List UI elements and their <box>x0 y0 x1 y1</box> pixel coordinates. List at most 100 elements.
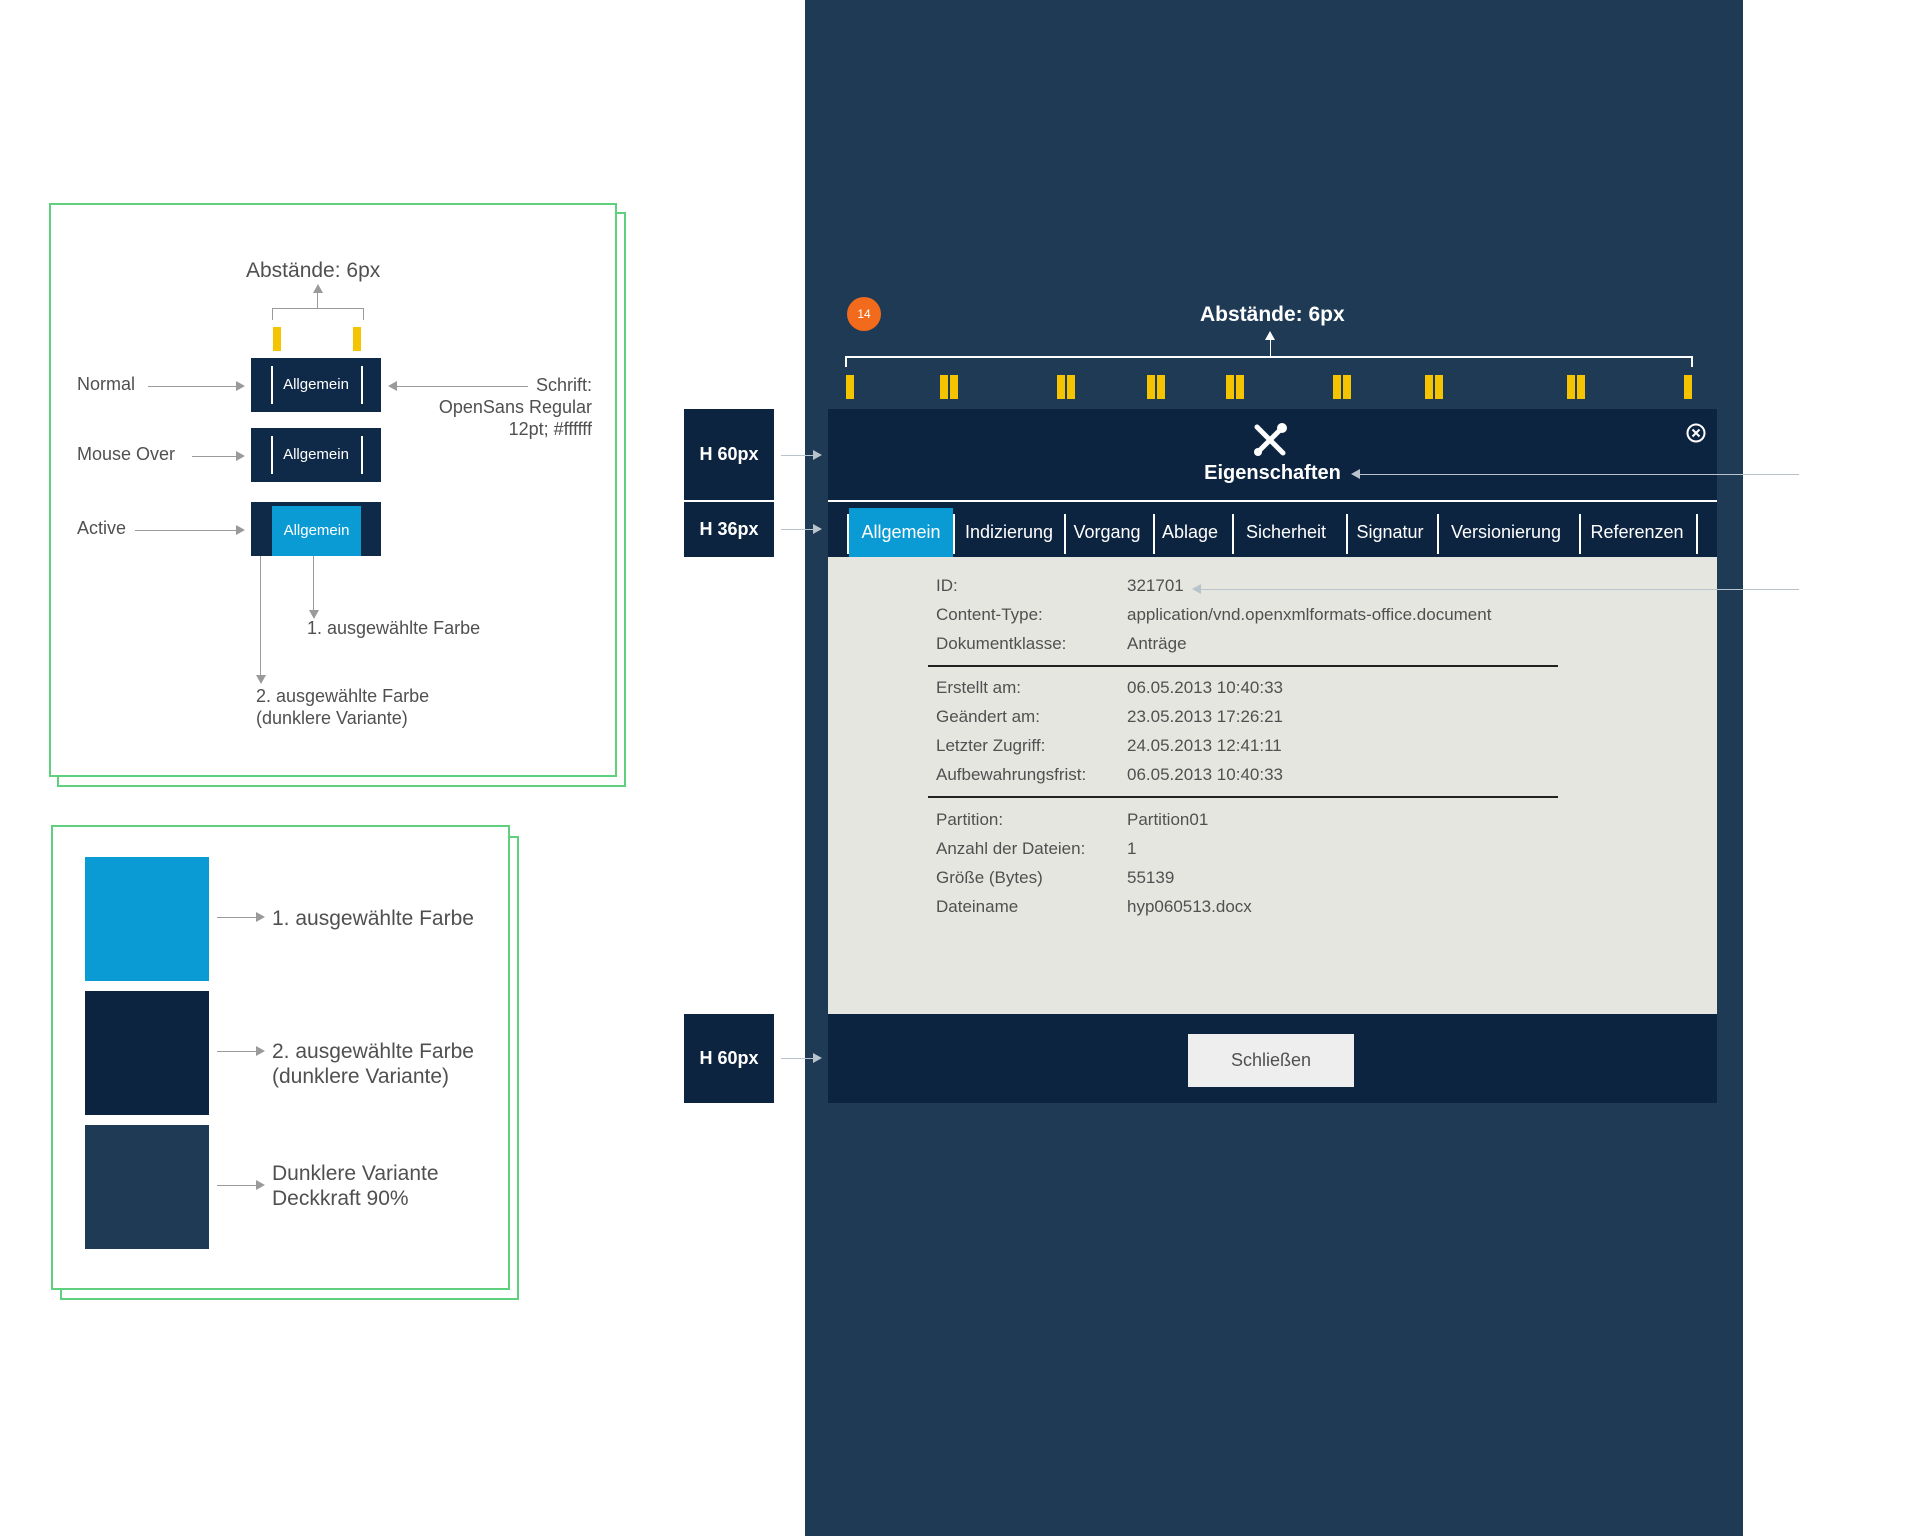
dialog-spacing-bracket <box>845 356 1693 358</box>
swatch-primary-arrow <box>217 917 259 918</box>
tab-vorgang[interactable]: Vorgang <box>1073 522 1141 542</box>
tab-separator <box>1579 514 1581 554</box>
swatch-primary-arrow-head <box>256 912 265 922</box>
color-note-1: 1. ausgewählte Farbe <box>307 618 481 638</box>
prop-label: Geändert am: <box>936 707 1040 726</box>
color-note-2-head <box>256 675 266 684</box>
spacing-bracket-right <box>363 308 364 320</box>
swatch-darker-label: Dunklere Variante Deckkraft 90% <box>272 1162 439 1210</box>
footer-height-arrow <box>781 1058 815 1059</box>
state-label-active: Active <box>77 518 127 538</box>
tab-spacing-marker <box>940 375 948 399</box>
font-note-arrow <box>396 386 528 387</box>
prop-label: Letzter Zugriff: <box>936 736 1046 755</box>
header-height-arrow <box>781 455 815 456</box>
tab-allgemein[interactable]: Allgemein <box>849 508 953 557</box>
tabs-height-arrow-head <box>813 524 822 534</box>
color-note-2-stem <box>260 556 261 678</box>
tab-separator <box>1153 514 1155 554</box>
swatch-dark-arrow <box>217 1051 259 1052</box>
swatch-primary <box>85 857 209 981</box>
prop-value: Anträge <box>1127 634 1187 653</box>
prop-label: ID: <box>936 576 958 595</box>
tab-signatur[interactable]: Signatur <box>1356 522 1424 542</box>
body-font-note: Schrift: OpenSans Regular 12pt; #505050 <box>1762 579 1878 665</box>
dialog-spacing-title: Abstände: 6px <box>1200 303 1345 326</box>
prop-label: Partition: <box>936 810 1004 829</box>
tab-referenzen[interactable]: Referenzen <box>1590 522 1684 542</box>
spacing-arrow-head <box>313 284 323 293</box>
tab-spacing-marker <box>1333 375 1341 399</box>
prop-value: 06.05.2013 10:40:33 <box>1127 678 1283 697</box>
tab-versionierung[interactable]: Versionierung <box>1450 522 1562 542</box>
arrow-active <box>135 530 238 531</box>
prop-value: 321701 <box>1127 576 1184 595</box>
color-note-1-head <box>309 610 319 619</box>
tabs-height-badge: H 36px <box>684 502 774 557</box>
tab-separator <box>1696 514 1698 554</box>
arrow-active-head <box>236 525 245 535</box>
body-font-arrow <box>1200 589 1799 590</box>
tab-separator <box>1064 514 1066 554</box>
tab-spacing-marker <box>846 375 854 399</box>
tab-spacing-marker <box>1567 375 1575 399</box>
spacing-marker-left <box>273 327 281 351</box>
state-label-normal: Normal <box>77 374 136 394</box>
dialog-spacing-arrow-stem <box>1270 336 1271 356</box>
prop-value: Partition01 <box>1127 810 1209 829</box>
tab-spacing-marker <box>1226 375 1234 399</box>
dialog-spacing-bracket-left <box>845 356 847 367</box>
close-icon[interactable] <box>1686 423 1706 443</box>
dialog-spacing-bracket-right <box>1691 356 1693 367</box>
swatch-darker-arrow <box>217 1185 259 1186</box>
swatch-darker-arrow-head <box>256 1180 265 1190</box>
prop-label: Größe (Bytes) <box>936 868 1043 887</box>
header-height-arrow-head <box>813 450 822 460</box>
states-panel <box>49 203 617 777</box>
tab-separator <box>1232 514 1234 554</box>
dialog-tab-bar: Allgemein Indizierung Vorgang Ablage Sic… <box>828 502 1717 557</box>
tab-indizierung[interactable]: Indizierung <box>964 522 1054 542</box>
color-note-1-stem <box>313 556 314 612</box>
prop-label: Aufbewahrungsfrist: <box>936 765 1087 784</box>
tab-separator <box>1437 514 1439 554</box>
prop-label: Erstellt am: <box>936 678 1022 697</box>
step-badge: 14 <box>847 297 881 331</box>
tab-separator <box>953 514 955 554</box>
spacing-arrow-stem <box>317 290 318 309</box>
swatch-darker-90 <box>85 1125 209 1249</box>
demo-tab-active: Allgemein <box>251 502 381 556</box>
prop-label: Dateiname <box>936 897 1019 916</box>
tab-spacing-marker <box>1057 375 1065 399</box>
arrow-normal <box>148 386 238 387</box>
section-divider <box>928 665 1558 667</box>
swatch-dark-arrow-head <box>256 1046 265 1056</box>
tab-ablage[interactable]: Ablage <box>1161 522 1219 542</box>
prop-label: Anzahl der Dateien: <box>936 839 1086 858</box>
close-button[interactable]: Schließen <box>1188 1034 1354 1087</box>
dialog-header: Eigenschaften <box>828 409 1717 500</box>
title-font-note: Schrift: OpenSans Semibold 14pt; #ffffff <box>1792 464 1878 550</box>
footer-height-arrow-head <box>813 1053 822 1063</box>
tab-spacing-marker <box>1684 375 1692 399</box>
prop-value: 23.05.2013 17:26:21 <box>1127 707 1283 726</box>
properties-dialog: Eigenschaften Allgemein Indizierung Vorg… <box>828 409 1717 1103</box>
section-divider <box>928 796 1558 798</box>
prop-value: 55139 <box>1127 868 1175 887</box>
tools-icon <box>1254 423 1287 456</box>
arrow-mouse-over <box>192 456 238 457</box>
spacing-bracket <box>272 308 364 309</box>
demo-tab-mouse-over: Allgemein <box>251 428 381 482</box>
swatch-dark <box>85 991 209 1115</box>
dialog-body: ID: 321701 Content-Type: application/vnd… <box>828 557 1717 1017</box>
swatch-primary-label: 1. ausgewählte Farbe <box>272 907 474 930</box>
demo-tab-active-label: Allgemein <box>272 506 361 556</box>
tab-sicherheit[interactable]: Sicherheit <box>1245 522 1327 542</box>
tab-spacing-marker <box>1577 375 1585 399</box>
tab-spacing-marker <box>1343 375 1351 399</box>
dialog-spacing-arrow-head <box>1265 331 1275 340</box>
spacing-marker-right <box>353 327 361 351</box>
header-tabs-divider <box>828 500 1717 502</box>
demo-tab-normal-label: Allgemein <box>283 376 349 393</box>
title-font-arrow-head <box>1351 469 1360 479</box>
